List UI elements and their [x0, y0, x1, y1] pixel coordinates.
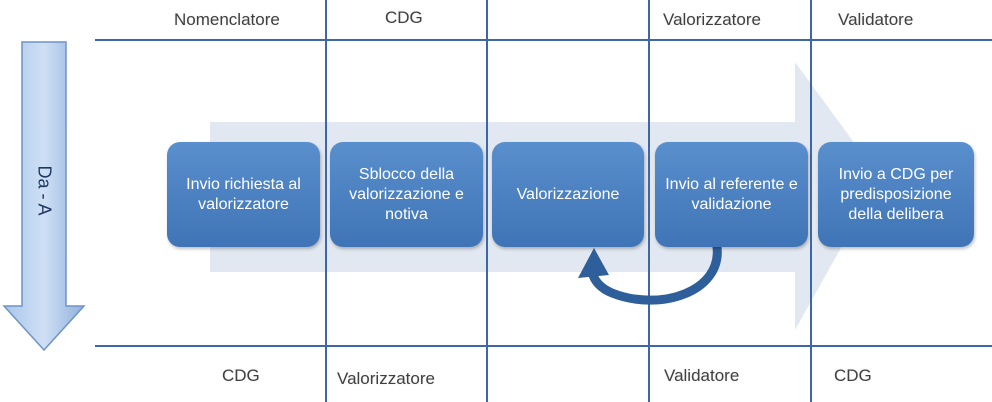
top-role-1: Nomenclatore [174, 10, 280, 29]
step-3-box: Valorizzazione [492, 142, 644, 247]
step-3-label: Valorizzazione [516, 185, 620, 203]
step-4-label: Invio al referente e validazione [665, 175, 798, 213]
bottom-role-1: CDG [222, 366, 260, 385]
side-arrow-shape [2, 41, 86, 352]
step-5-box: Invio a CDG per predisposizione della de… [818, 142, 974, 247]
loop-arrow-shape [587, 242, 722, 305]
step-1-label: Invio richiesta al valorizzatore [186, 175, 301, 213]
side-label: Da - A [34, 164, 55, 216]
top-role-4: Valorizzatore [663, 10, 761, 29]
top-role-2: CDG [385, 8, 423, 27]
bottom-role-2: Valorizzatore [337, 369, 435, 388]
step-1-box: Invio richiesta al valorizzatore [167, 142, 320, 247]
loop-arrowhead [578, 248, 609, 278]
top-role-5: Validatore [838, 10, 914, 29]
bottom-role-4: Validatore [664, 366, 740, 385]
bottom-role-5: CDG [834, 366, 872, 385]
step-5-label: Invio a CDG per predisposizione della de… [838, 165, 954, 223]
step-2-label: Sblocco della valorizzazione e notiva [349, 165, 464, 223]
step-2-box: Sblocco della valorizzazione e notiva [330, 142, 483, 247]
step-4-box: Invio al referente e validazione [655, 142, 808, 247]
